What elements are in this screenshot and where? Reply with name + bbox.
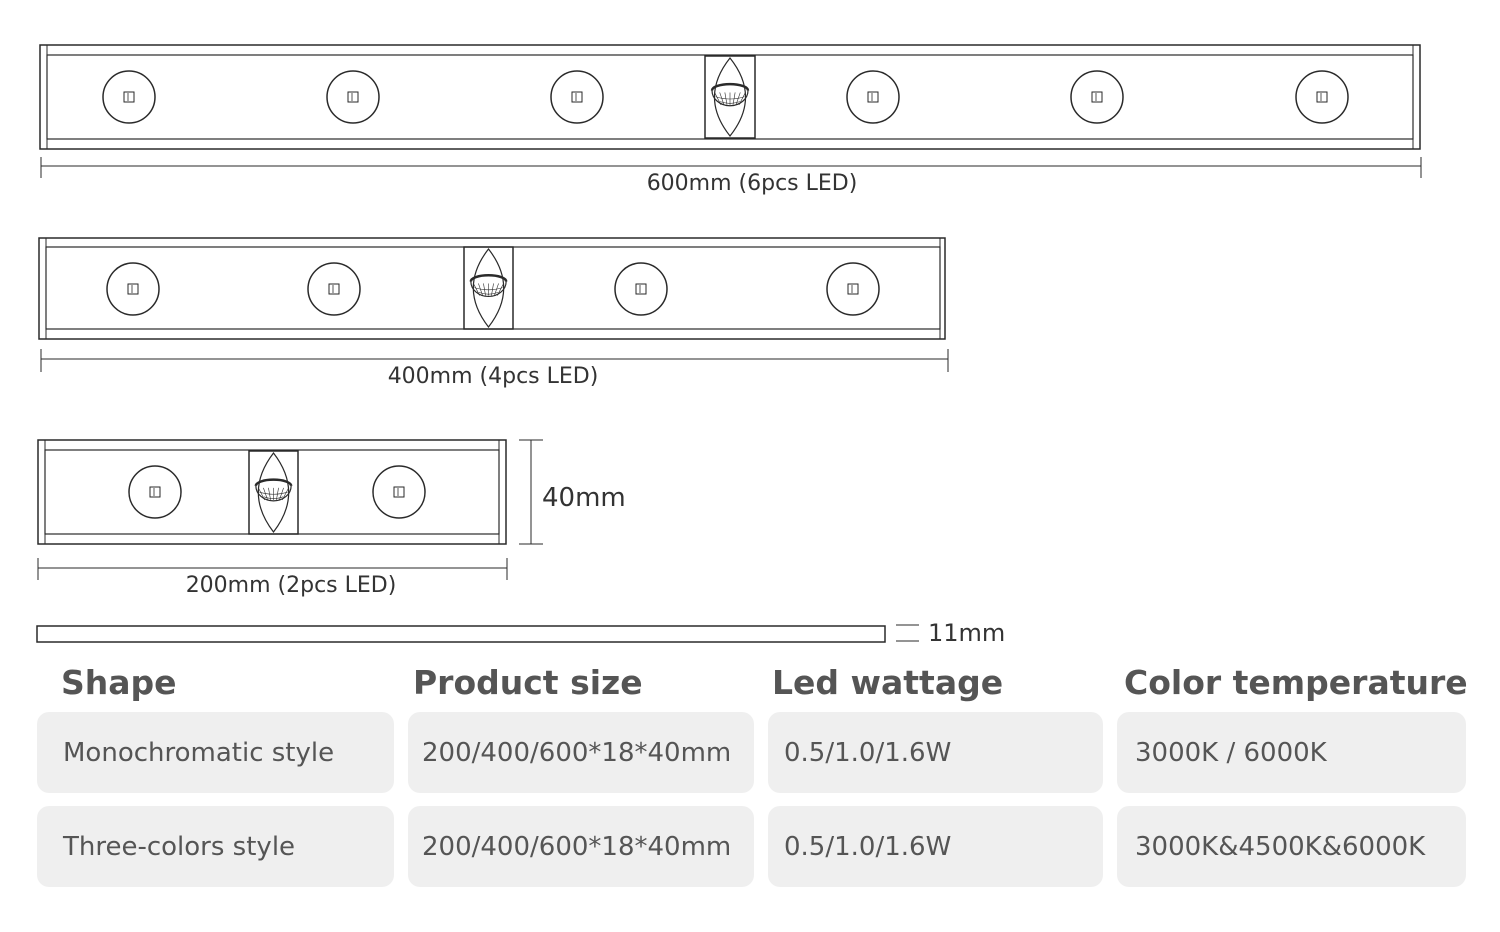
- cell-color-temperature: 3000K / 6000K: [1117, 712, 1466, 793]
- dimension-line-400: [40, 349, 949, 372]
- led-icon: [106, 262, 160, 316]
- label-200mm: 200mm (2pcs LED): [186, 573, 397, 598]
- dimension-line-height: [519, 439, 543, 545]
- table-header-row: Shape Product size Led wattage Color tem…: [37, 663, 1468, 711]
- cell-product-size: 200/400/600*18*40mm: [408, 806, 754, 887]
- bar-600mm: [39, 44, 1421, 150]
- pir-sensor-icon: [704, 55, 756, 139]
- led-icon: [846, 70, 900, 124]
- label-height: 40mm: [542, 483, 626, 513]
- header-product-size: Product size: [413, 663, 643, 702]
- cell-product-size: 200/400/600*18*40mm: [408, 712, 754, 793]
- led-icon: [1070, 70, 1124, 124]
- dimension-line-thickness: [896, 624, 919, 642]
- led-icon: [614, 262, 668, 316]
- led-icon: [372, 465, 426, 519]
- led-icon: [307, 262, 361, 316]
- bar-200mm: [37, 439, 507, 545]
- header-color-temperature: Color temperature: [1124, 663, 1468, 702]
- spec-table: Shape Product size Led wattage Color tem…: [37, 663, 1468, 900]
- dimension-line-600: [40, 157, 1422, 178]
- pir-sensor-icon: [248, 450, 299, 535]
- led-icon: [1295, 70, 1349, 124]
- cell-shape: Monochromatic style: [37, 712, 394, 793]
- cell-led-wattage: 0.5/1.0/1.6W: [768, 806, 1103, 887]
- cell-led-wattage: 0.5/1.0/1.6W: [768, 712, 1103, 793]
- dimension-line-200: [37, 558, 508, 580]
- header-led-wattage: Led wattage: [772, 663, 1004, 702]
- label-thickness: 11mm: [928, 619, 1005, 647]
- technical-drawings: 600mm (6pcs LED) 400mm (4pcs LED) 200mm …: [36, 44, 1422, 647]
- led-icon: [128, 465, 182, 519]
- led-icon: [102, 70, 156, 124]
- pir-sensor-icon: [463, 246, 514, 330]
- label-600mm: 600mm (6pcs LED): [647, 171, 858, 196]
- led-icon: [826, 262, 880, 316]
- label-400mm: 400mm (4pcs LED): [388, 364, 599, 389]
- table-row: Three-colors style 200/400/600*18*40mm 0…: [37, 806, 1466, 887]
- led-icon: [326, 70, 380, 124]
- led-icon: [550, 70, 604, 124]
- table-row: Monochromatic style 200/400/600*18*40mm …: [37, 712, 1466, 793]
- side-profile-bar: [36, 625, 886, 643]
- cell-color-temperature: 3000K&4500K&6000K: [1117, 806, 1466, 887]
- header-shape: Shape: [61, 663, 177, 702]
- cell-shape: Three-colors style: [37, 806, 394, 887]
- bar-400mm: [38, 237, 946, 340]
